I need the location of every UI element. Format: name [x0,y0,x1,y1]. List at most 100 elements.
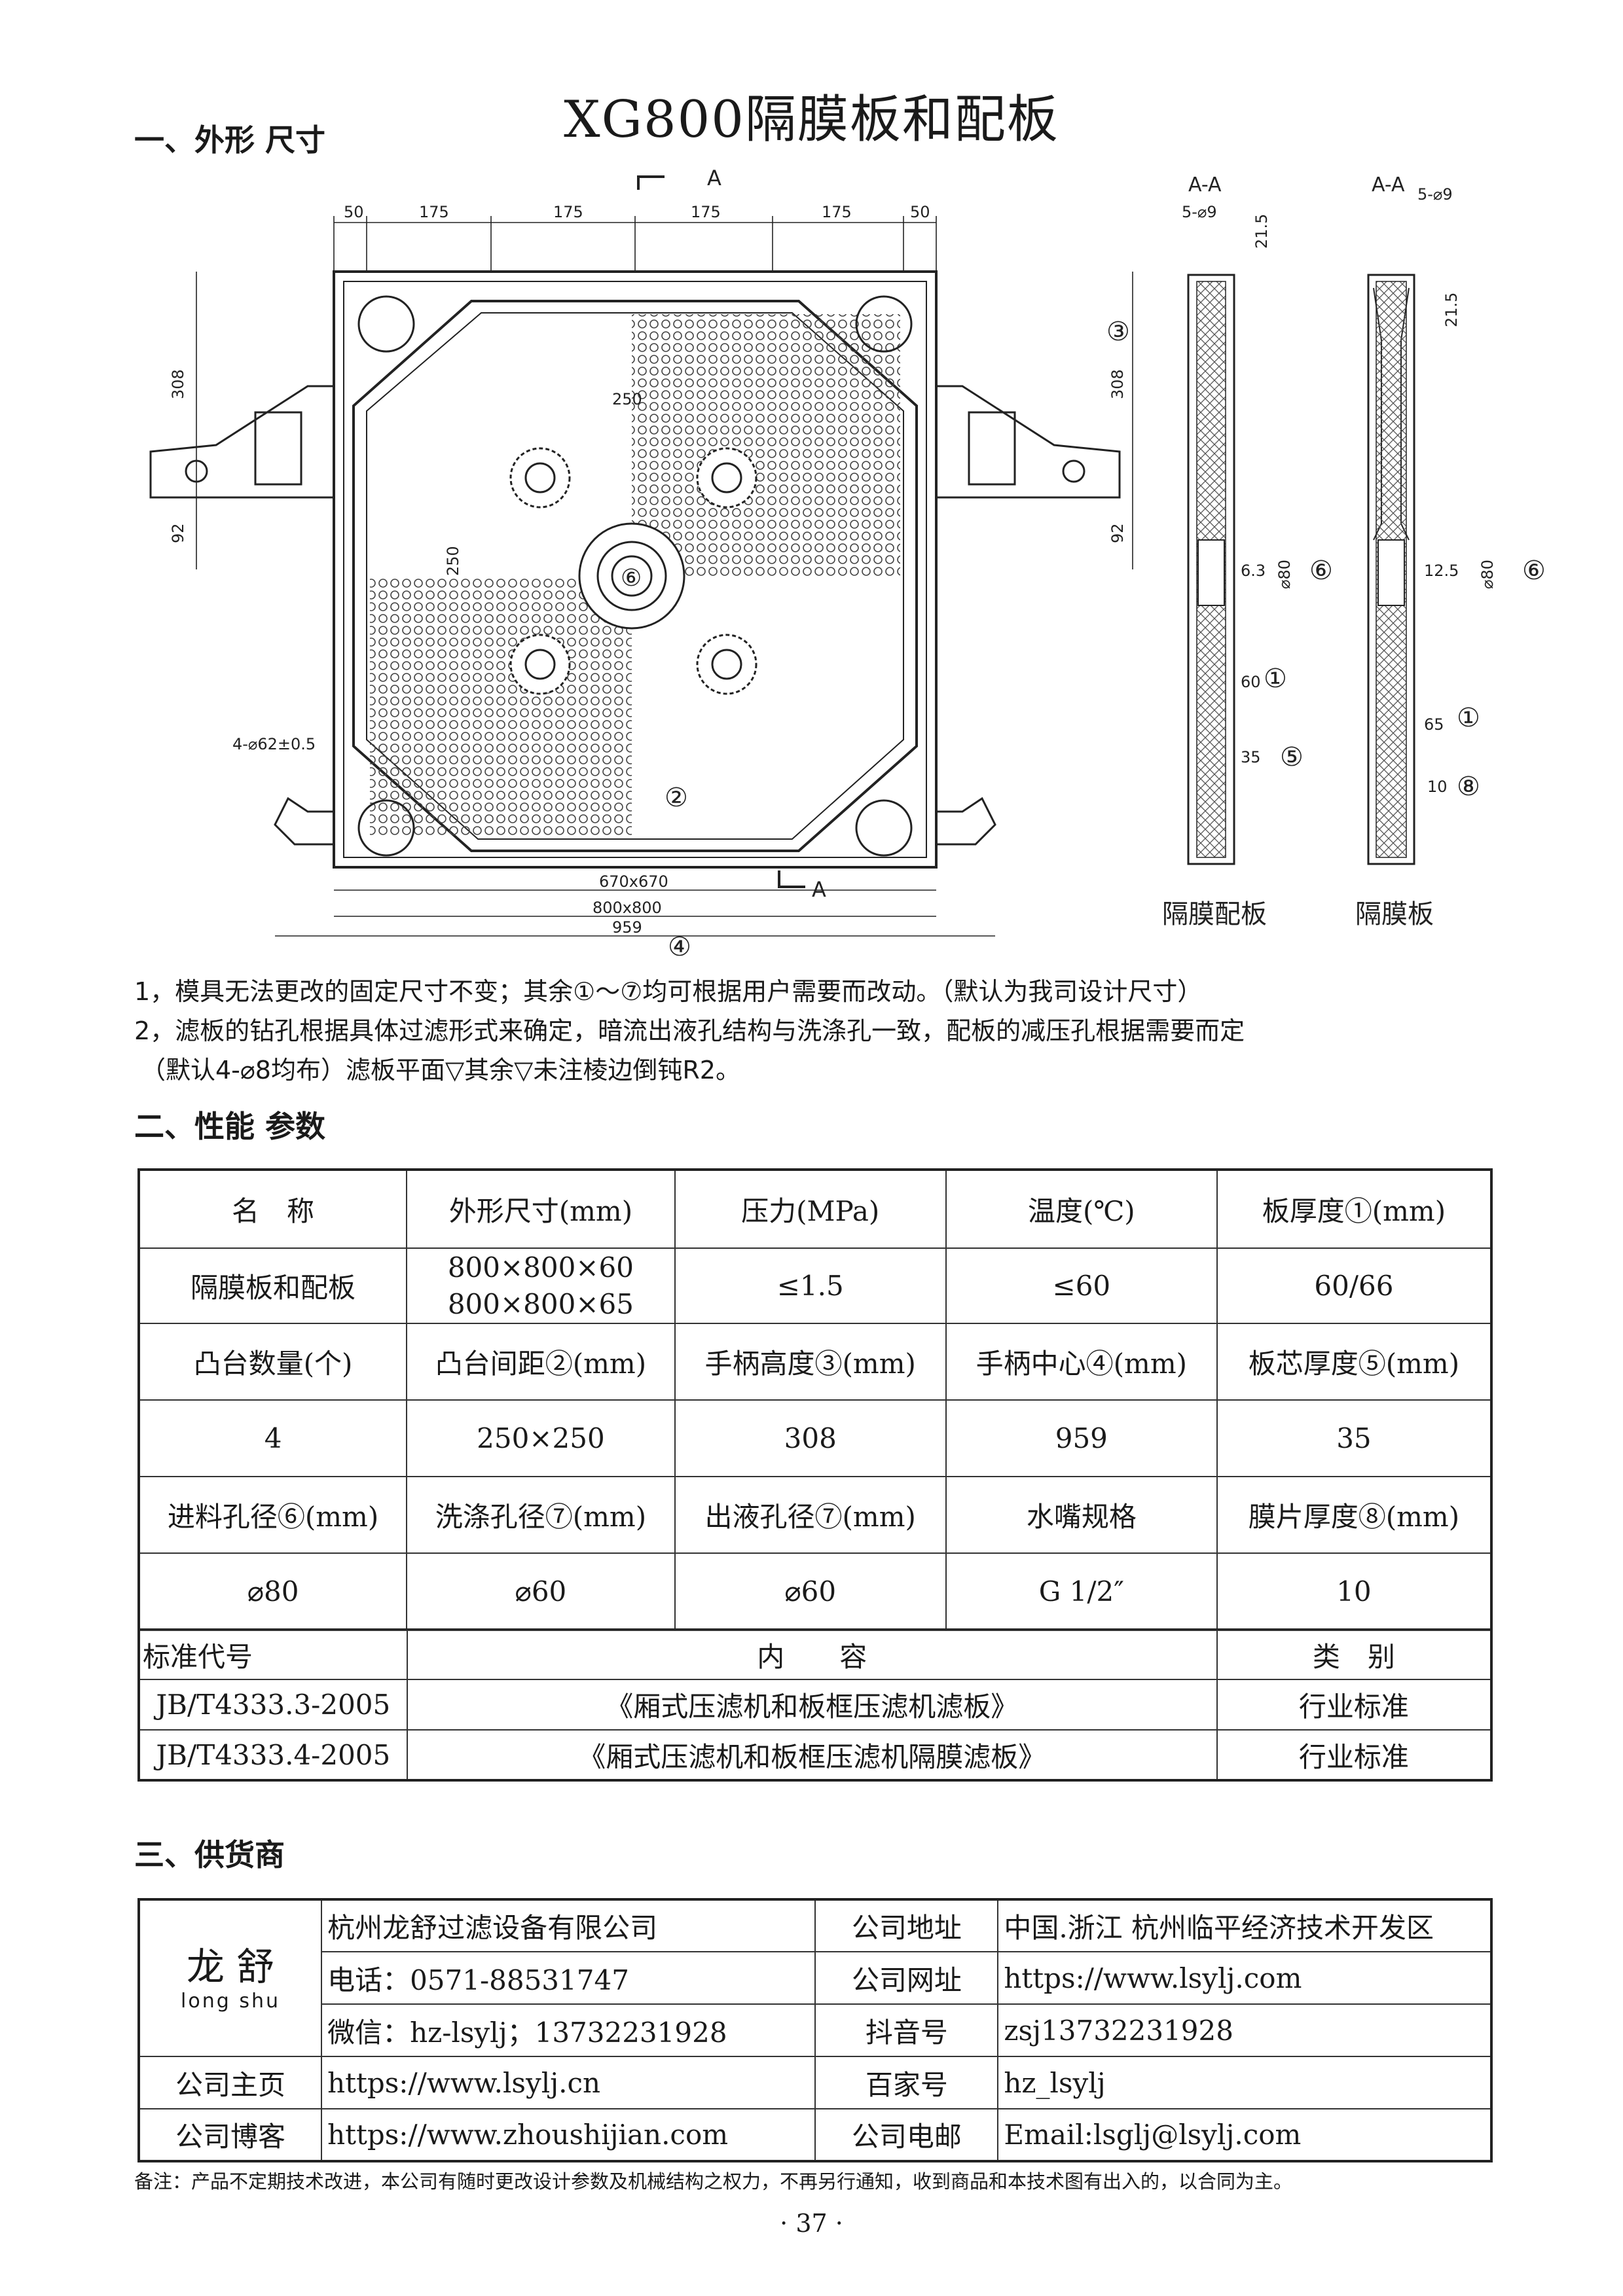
page-title: XG800隔膜板和配板 [564,90,1059,149]
sec1-hole: 5-⌀9 [1182,203,1217,221]
sec1-top: 21.5 [1252,214,1271,249]
cell-product-name: 隔膜板和配板 [137,1247,408,1324]
cell-outlet-hole-header: 出液孔径⑦(mm) [674,1476,947,1554]
std-category: 行业标准 [1216,1679,1493,1731]
sec1-circle-6: ⑥ [1309,556,1333,586]
dim-800: 800x800 [593,899,662,917]
cell-membrane-header: 膜片厚度⑧(mm) [1216,1476,1493,1554]
sec2-top: 21.5 [1442,293,1461,327]
std-code: JB/T4333.4-2005 [138,1729,408,1781]
homepage-label: 公司主页 [137,2056,323,2109]
std-content-header: 内 容 [406,1630,1218,1680]
page-number: · 37 · [780,2209,843,2238]
douyin: zsj13732231928 [997,2003,1492,2057]
dim-boss-250-v: 250 [444,546,462,576]
wechat: 微信：hz-lsylj；13732231928 [321,2003,816,2057]
website: https://www.lsylj.com [997,1951,1492,2005]
cell-name-header: 名 称 [137,1169,408,1249]
std-code-header: 标准代号 [138,1630,408,1680]
supplier-table: 龙 舒 long shu 杭州龙舒过滤设备有限公司 公司地址 中国.浙江 杭州临… [137,1898,1493,2162]
sec2-circle-1: ① [1457,703,1480,733]
dim-175-a: 175 [419,203,449,221]
plate-drawing: 50 175 175 175 175 50 A A 308 92 308 92 … [149,166,1546,962]
sec1-circle-5: ⑤ [1280,742,1304,772]
section-mark-top: A [707,166,721,190]
cell-boss-spacing-header: 凸台间距②(mm) [406,1323,676,1401]
cell-thickness: 60/66 [1216,1247,1493,1324]
sec2-name: A-A [1372,173,1405,196]
dim-50-right: 50 [910,203,930,221]
address: 中国.浙江 杭州临平经济技术开发区 [997,1899,1492,1952]
blog: https://www.zhoushijian.com [321,2108,816,2162]
sec2-core: 65 [1424,715,1444,734]
circle-label-4: ④ [668,932,691,962]
cell-membrane: 10 [1216,1552,1493,1630]
note-1: 1，模具无法更改的固定尺寸不变；其余①～⑦均可根据用户需要而改动。（默认为我司设… [134,977,1203,1006]
sec2-hole: 5-⌀9 [1417,185,1453,204]
logo-text: 龙 舒 [186,1945,275,1989]
performance-table: 名 称 外形尺寸(mm) 压力(MPa) 温度(℃) 板厚度①(mm) 隔膜板和… [137,1168,1493,1631]
sec1-name: A-A [1188,173,1222,196]
sec2-dia: ⌀80 [1478,560,1497,589]
circle-label-3: ③ [1106,317,1130,347]
note-2: 2，滤板的钻孔根据具体过滤形式来确定，暗流出液孔结构与洗涤孔一致，配板的减压孔根… [134,1016,1245,1045]
email-label: 公司电邮 [814,2108,999,2162]
cell-pressure: ≤1.5 [674,1247,947,1324]
cell-core-thickness: 35 [1216,1399,1493,1477]
blog-label: 公司博客 [137,2108,323,2162]
sec1-circle-1: ① [1264,664,1287,694]
sec1-caption: 隔膜配板 [1162,899,1267,929]
cell-handle-height-header: 手柄高度③(mm) [674,1323,947,1401]
std-category: 行业标准 [1216,1729,1493,1781]
standards-table: 标准代号 内 容 类 别 JB/T4333.3-2005 《厢式压滤机和板框压滤… [137,1630,1493,1782]
cell-feed-hole: ⌀80 [137,1552,408,1630]
notes: 1，模具无法更改的固定尺寸不变；其余①～⑦均可根据用户需要而改动。（默认为我司设… [134,972,1245,1090]
sec2-circle-8: ⑧ [1457,772,1480,802]
dim-175-d: 175 [822,203,852,221]
cell-wash-hole: ⌀60 [406,1552,676,1630]
sec1-core: 60 [1241,673,1261,691]
cell-handle-center-header: 手柄中心④(mm) [945,1323,1218,1401]
dim-670: 670x670 [599,872,668,891]
address-label: 公司地址 [814,1899,999,1952]
std-content: 《厢式压滤机和板框压滤机隔膜滤板》 [406,1729,1218,1781]
dim-308-right: 308 [1108,369,1127,399]
dim-308-left: 308 [169,369,187,399]
cell-temp-header: 温度(℃) [945,1169,1218,1249]
dim-175-c: 175 [691,203,721,221]
cell-boss-count-header: 凸台数量(个) [137,1323,408,1401]
sec1-thick: 35 [1241,748,1261,766]
sec1-dia: ⌀80 [1275,560,1294,589]
cell-product-size: 800×800×60 800×800×65 [406,1247,676,1324]
baijia: hz_lsylj [997,2056,1492,2109]
nozzle-dim: 4-⌀62±0.5 [232,735,316,753]
sec2-inner: 12.5 [1424,562,1459,580]
cell-temp: ≤60 [945,1247,1218,1324]
dim-boss-250-h: 250 [612,390,642,408]
logo: 龙 舒 long shu [137,1899,323,2057]
sec2-thick: 10 [1427,778,1448,796]
section-mark-bottom: A [812,877,826,902]
website-label: 公司网址 [814,1951,999,2005]
note-3: （默认4-⌀8均布）滤板平面▽其余▽未注棱边倒钝R2。 [141,1056,740,1085]
cell-feed-hole-header: 进料孔径⑥(mm) [137,1476,408,1554]
circle-label-2: ② [665,783,688,813]
footnote: 备注：产品不定期技术改进，本公司有随时更改设计参数及机械结构之权力，不再另行通知… [134,2170,1293,2193]
section-heading-supplier: 三、供货商 [134,1837,285,1873]
douyin-label: 抖音号 [814,2003,999,2057]
cell-size-header: 外形尺寸(mm) [406,1169,676,1249]
cell-outlet-hole: ⌀60 [674,1552,947,1630]
email: Email:lsglj@lsylj.com [997,2108,1492,2162]
dim-92-right: 92 [1108,523,1127,543]
dim-92-left: 92 [169,523,187,543]
sec2-caption: 隔膜板 [1355,899,1434,929]
sec1-inner: 6.3 [1241,562,1266,580]
cell-core-thickness-header: 板芯厚度⑤(mm) [1216,1323,1493,1401]
sec2-circle-6: ⑥ [1522,556,1546,586]
company-name: 杭州龙舒过滤设备有限公司 [321,1899,816,1952]
cell-pressure-header: 压力(MPa) [674,1169,947,1249]
std-content: 《厢式压滤机和板框压滤机滤板》 [406,1679,1218,1731]
circle-label-6-plan: ⑥ [621,565,642,592]
cell-boss-count: 4 [137,1399,408,1477]
logo-pinyin: long shu [181,1990,280,2013]
